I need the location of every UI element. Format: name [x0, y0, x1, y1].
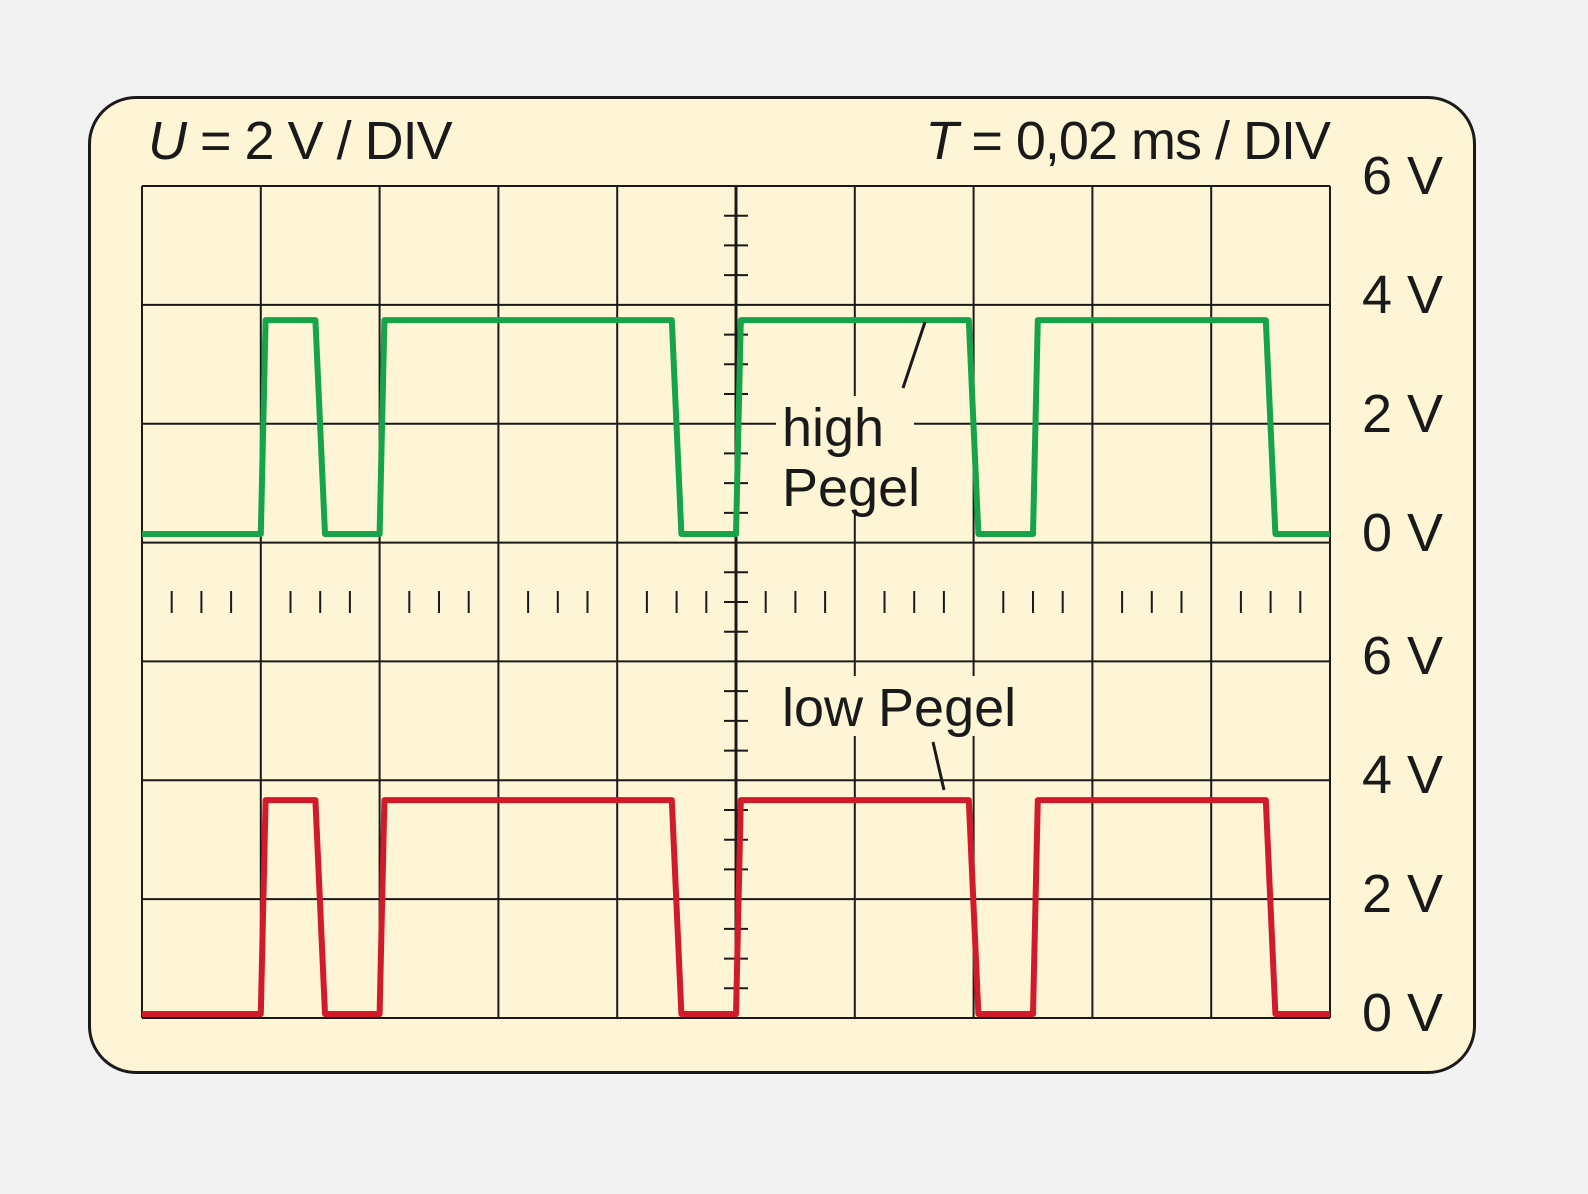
voltage-scale-label: U = 2 V / DIV: [148, 110, 453, 172]
low-pegel-pointer: [931, 741, 946, 791]
voltage-symbol: U: [148, 111, 187, 171]
y-tick-label: 4 V: [1362, 745, 1444, 806]
y-tick-label: 2 V: [1362, 384, 1444, 445]
high-label-line2: Pegel: [782, 458, 920, 518]
high-label-background: [776, 396, 914, 514]
axis-ticks: [170, 214, 1302, 990]
time-scale-value: = 0,02 ms / DIV: [957, 111, 1331, 171]
voltage-scale-value: = 2 V / DIV: [186, 111, 453, 171]
low-label: low Pegel: [782, 678, 1016, 738]
y-tick-label: 2 V: [1362, 864, 1444, 925]
high-trace: [142, 317, 1330, 537]
traces: [142, 317, 1330, 1017]
high-pegel-pointer: [901, 321, 927, 389]
time-symbol: T: [925, 111, 958, 171]
low-label-background: [776, 676, 1046, 736]
y-tick-label: 6 V: [1362, 146, 1444, 207]
y-tick-label: 0 V: [1362, 503, 1444, 563]
y-tick-label: 6 V: [1362, 626, 1444, 687]
time-scale-label: T = 0,02 ms / DIV: [925, 110, 1331, 172]
low-trace: [142, 797, 1330, 1017]
y-tick-label: 4 V: [1362, 265, 1444, 326]
annotations: high Pegel low Pegel: [776, 321, 1046, 791]
high-label-line1: high: [782, 398, 884, 458]
y-tick-label: 0 V: [1362, 983, 1444, 1043]
